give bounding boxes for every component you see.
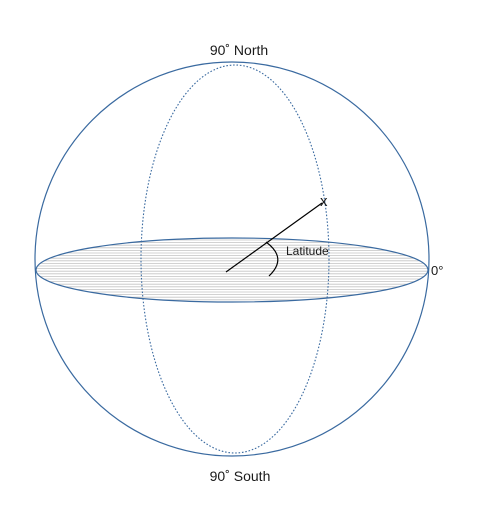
north-pole-label: 90˚ North <box>210 42 268 58</box>
south-pole-label: 90˚ South <box>210 468 271 484</box>
equator-ellipse <box>35 237 429 303</box>
equator-label: 0° <box>431 263 443 278</box>
latitude-angle-arc <box>265 241 279 277</box>
equatorial-plane-hatching <box>36 239 428 301</box>
meridian-ellipse <box>140 64 330 454</box>
latitude-label: Latitude <box>286 244 329 258</box>
point-x-label: x <box>320 193 328 210</box>
sphere-outline <box>34 61 430 457</box>
radius-line <box>225 202 323 273</box>
